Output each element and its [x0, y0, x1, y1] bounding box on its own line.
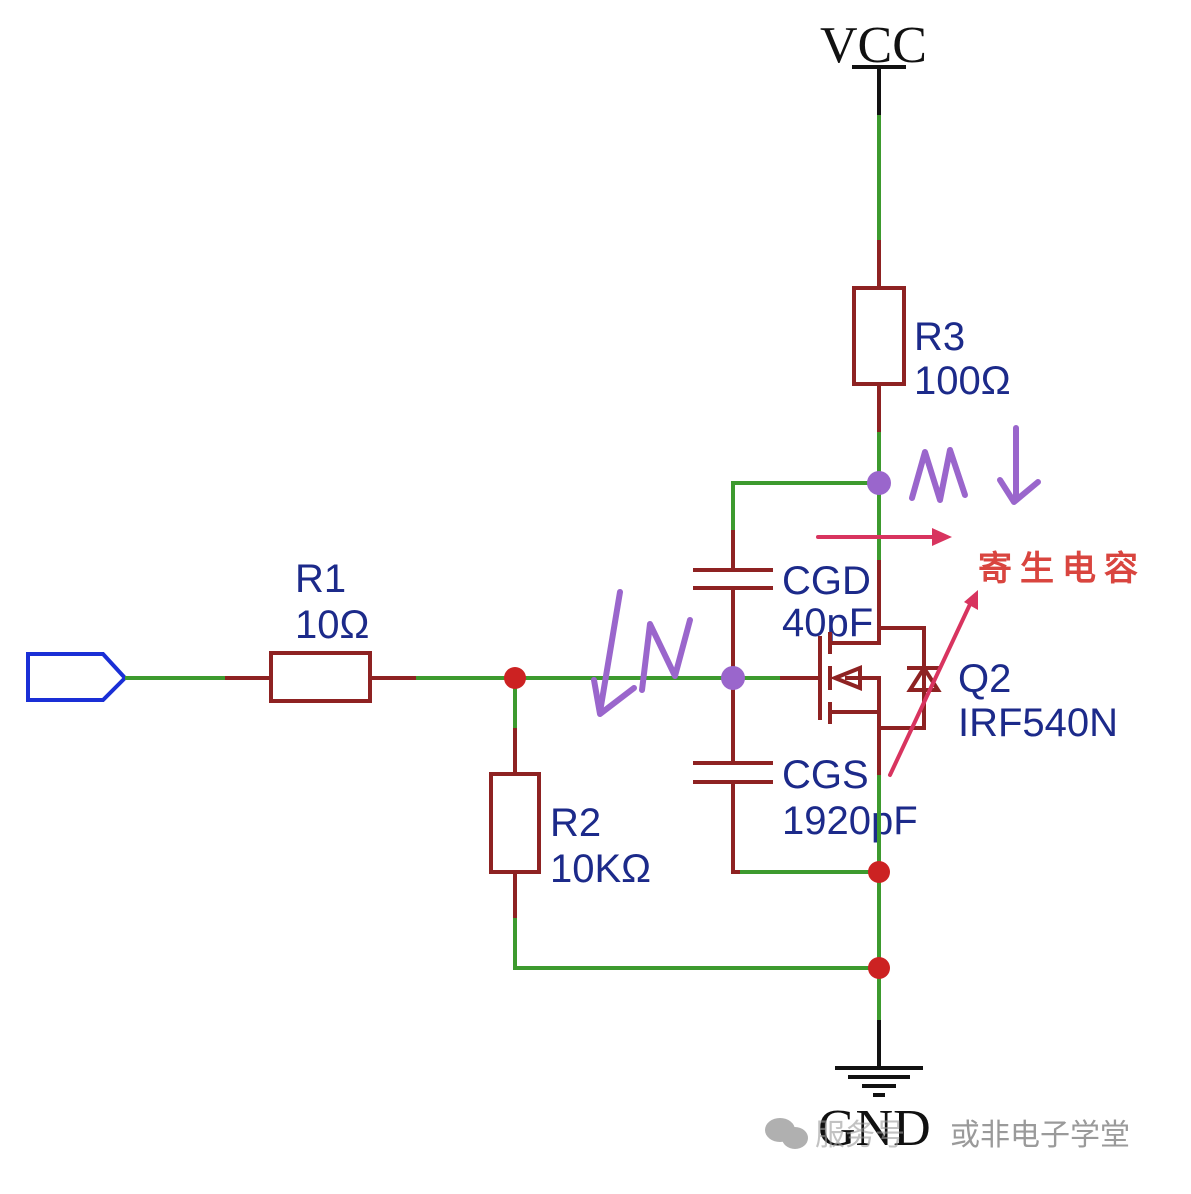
watermark-service: 服务号	[815, 1118, 905, 1153]
r1-ref: R1	[295, 557, 346, 601]
wechat-icon	[765, 1118, 808, 1149]
watermark: 服务号 或非电子学堂	[765, 1118, 1130, 1153]
vcc-symbol: VCC	[820, 17, 927, 115]
gnd-label: GND	[818, 1100, 931, 1157]
parasitic-arrow-diagonal	[888, 590, 978, 777]
cgs-ref: CGS	[782, 753, 869, 797]
cgd-value: 40pF	[782, 601, 873, 645]
parasitic-arrow-horizontal	[816, 528, 952, 546]
r1-value: 10Ω	[295, 603, 369, 647]
q2-value: IRF540N	[958, 701, 1118, 745]
watermark-brand: 或非电子学堂	[950, 1118, 1130, 1153]
parasitic-capacitance-label: 寄生电容	[978, 549, 1146, 589]
gnd-symbol	[835, 1020, 923, 1097]
vcc-label: VCC	[820, 17, 927, 74]
r3-value: 100Ω	[914, 359, 1011, 403]
junction-drain-highlight	[867, 471, 891, 495]
resistor-r3	[852, 240, 906, 432]
junction-source	[868, 861, 890, 883]
cgs-value: 1920pF	[782, 799, 918, 843]
handwritten-m-arrow	[909, 425, 1041, 505]
r2-ref: R2	[550, 801, 601, 845]
handwritten-n-arrow	[591, 589, 693, 717]
cgd-ref: CGD	[782, 559, 871, 603]
wire-cgd-top	[731, 481, 879, 530]
junction-gate-highlight	[721, 666, 745, 690]
wire-r2-gnd	[513, 918, 879, 970]
input-port-arrow-icon[interactable]	[26, 652, 128, 702]
q2-ref: Q2	[958, 657, 1011, 701]
r3-ref: R3	[914, 315, 965, 359]
resistor-r2	[489, 728, 541, 918]
mosfet-q2	[780, 626, 942, 775]
r2-value: 10KΩ	[550, 847, 651, 891]
resistor-r1	[225, 651, 416, 703]
junction-gate-r2	[504, 667, 526, 689]
capacitor-cgs	[693, 678, 773, 874]
junction-gnd	[868, 957, 890, 979]
capacitor-cgd	[693, 530, 773, 678]
